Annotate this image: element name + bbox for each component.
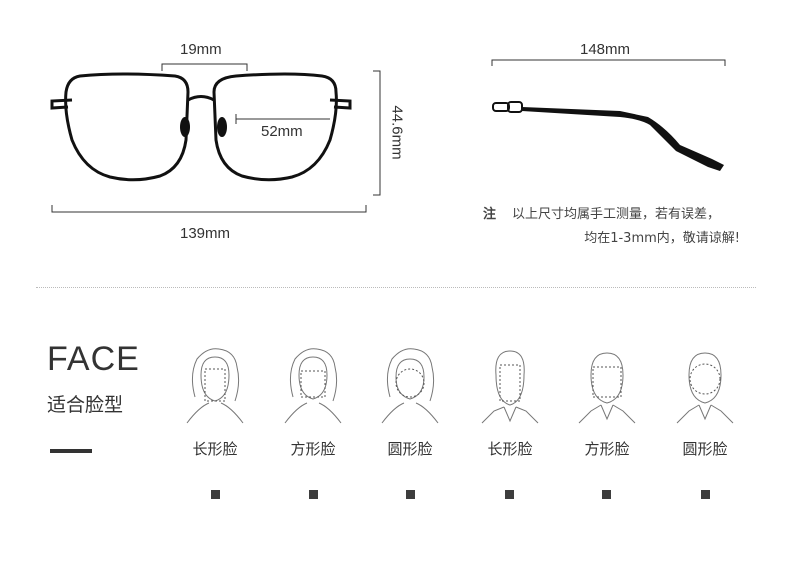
male-square-face-icon <box>578 352 636 424</box>
section-divider <box>36 287 756 288</box>
bridge-width-label: 19mm <box>180 41 222 58</box>
note-line-2: 均在1-3mm内，敬请谅解! <box>584 231 740 246</box>
female-long-face-icon <box>186 348 244 424</box>
face-indicator-1 <box>211 490 220 499</box>
face-title: FACE <box>47 340 140 378</box>
female-square-face-icon <box>284 348 342 424</box>
face-indicator-5 <box>602 490 611 499</box>
male-long-face-icon <box>481 350 539 424</box>
face-indicator-2 <box>309 490 318 499</box>
frame-width-label: 139mm <box>180 225 231 242</box>
face-label-2: 方形脸 <box>290 440 336 458</box>
title-underline <box>50 449 92 453</box>
male-round-face-icon <box>676 352 734 424</box>
face-indicator-6 <box>701 490 710 499</box>
face-indicator-4 <box>505 490 514 499</box>
face-indicator-3 <box>406 490 415 499</box>
face-label-3: 圆形脸 <box>387 440 433 458</box>
glasses-front-view <box>50 63 381 213</box>
temple-length-label: 148mm <box>580 41 631 58</box>
glasses-side-view <box>491 59 726 171</box>
face-label-1: 长形脸 <box>192 440 238 458</box>
face-subtitle: 适合脸型 <box>47 394 124 416</box>
female-round-face-icon <box>381 348 439 424</box>
face-label-4: 长形脸 <box>487 440 533 458</box>
lens-width-label: 52mm <box>261 123 303 140</box>
lens-height-label: 44.6mm <box>388 105 406 160</box>
face-label-6: 圆形脸 <box>682 440 728 458</box>
face-label-5: 方形脸 <box>584 440 630 458</box>
note-line-1: 以上尺寸均属手工测量，若有误差， <box>512 207 721 222</box>
note-marker: 注 <box>483 207 497 222</box>
